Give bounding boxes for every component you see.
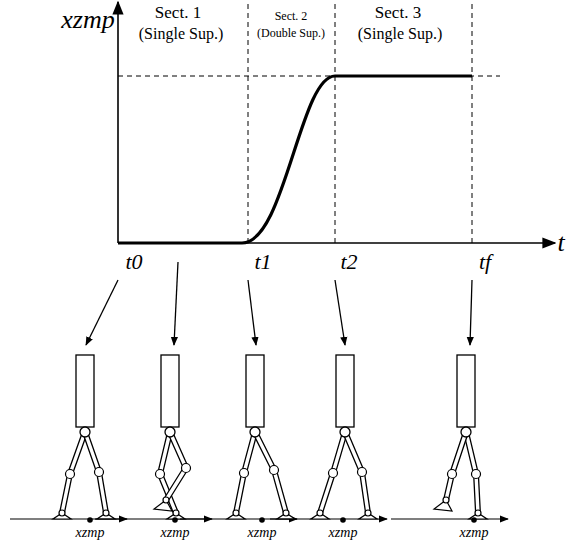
axis-label: xzmp (61, 6, 114, 35)
guide-lines (118, 4, 500, 243)
section-label: Sect. 3 (375, 4, 421, 23)
robot-figure (95, 355, 212, 523)
time-mark: tf (479, 250, 491, 274)
section-label: Sect. 2 (275, 10, 308, 23)
zmp-curve (118, 76, 472, 243)
section-label: (Double Sup.) (257, 27, 325, 40)
zmp-label: xzmp (248, 525, 277, 540)
zmp-axis (117, 2, 119, 243)
robot-figure (391, 355, 508, 523)
zmp-label: xzmp (460, 525, 489, 540)
zmp-label: xzmp (329, 525, 358, 540)
section-label: Sect. 1 (155, 4, 201, 23)
time-mark: t1 (254, 250, 271, 274)
time-mark: t0 (125, 250, 142, 274)
pointer-arrows (86, 262, 472, 345)
section-label: (Single Sup.) (139, 25, 223, 43)
zmp-label: xzmp (76, 525, 105, 540)
axis-label: t (557, 229, 564, 258)
robot-figures (10, 355, 508, 523)
zmp-label: xzmp (161, 525, 190, 540)
robot-figure (270, 355, 387, 523)
section-label: (Single Sup.) (358, 25, 442, 43)
time-mark: t2 (340, 250, 357, 274)
robot-figure (10, 355, 127, 523)
robot-figure (180, 355, 297, 523)
